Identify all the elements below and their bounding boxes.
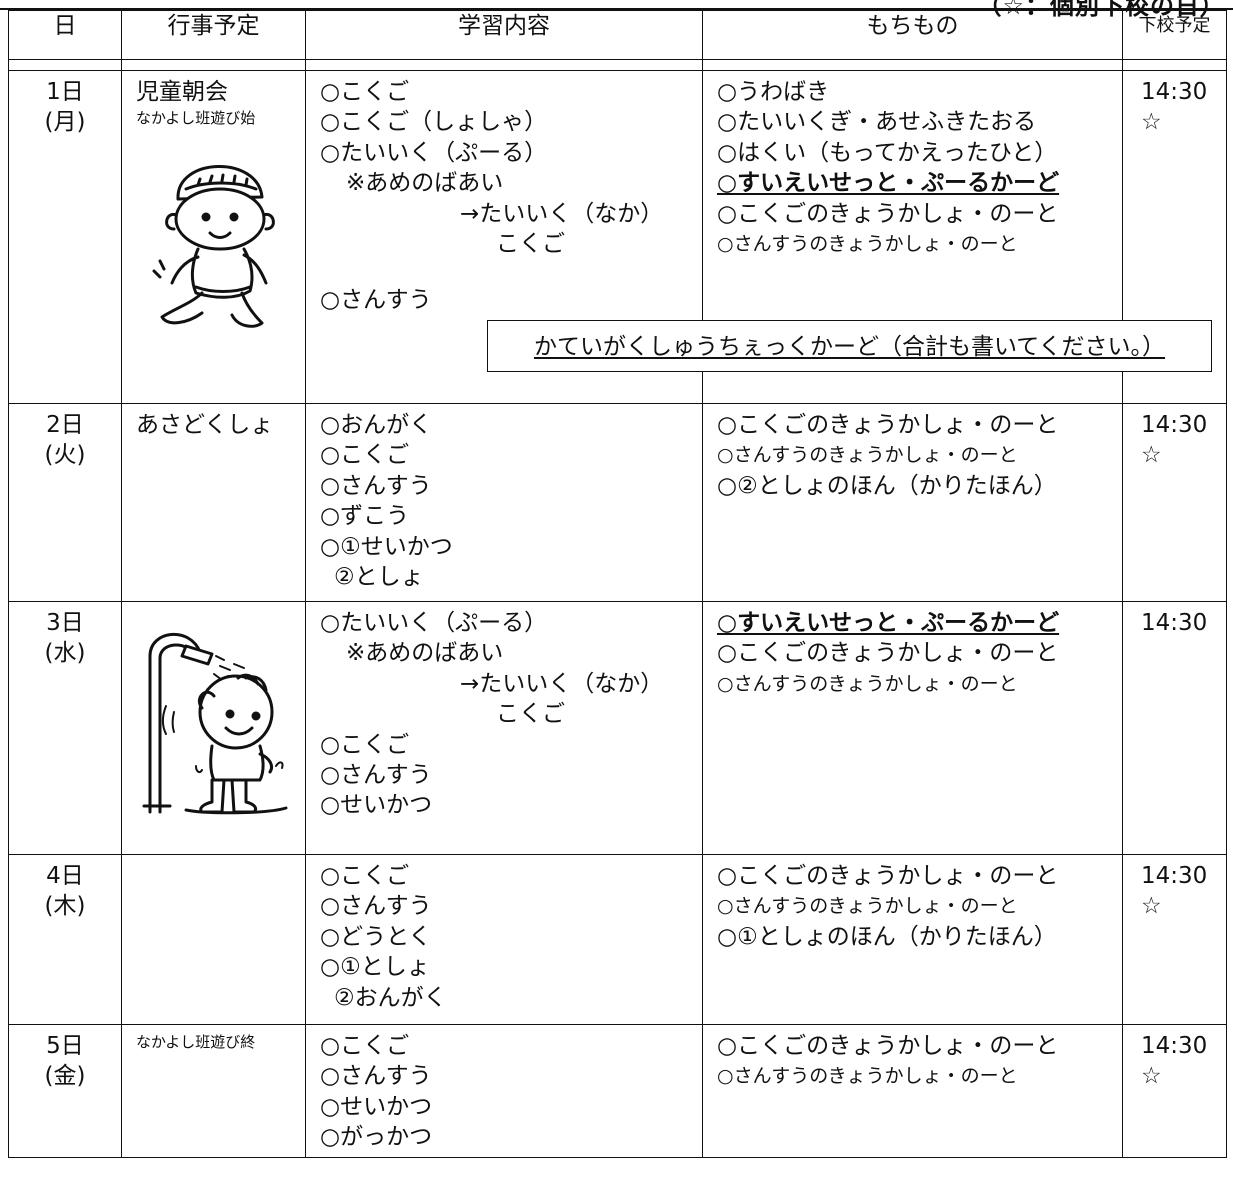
swimming-child-illustration — [152, 165, 275, 329]
study-cell: ○おんがく ○こくご ○さんすう ○ずこう ○①せいかつ ②としょ — [305, 403, 703, 602]
study-cell: ○こくご ○さんすう ○どうとく ○①としょ ②おんがく — [305, 854, 703, 1025]
col-study: 学習内容 — [305, 10, 703, 60]
homework-check-card-note: かていがくしゅうちぇっくかーど（合計も書いてください。） — [487, 320, 1212, 372]
star-mark: ☆ — [1141, 893, 1162, 920]
table-row: 5日 (金) なかよし班遊び終 ○こくご ○さんすう ○せいかつ ○がっかつ ○… — [8, 1024, 1227, 1158]
date-cell: 2日 (火) — [8, 403, 122, 602]
star-mark: ☆ — [1141, 1063, 1162, 1090]
star-mark: ☆ — [1141, 442, 1162, 469]
event-cell: あさどくしょ — [121, 403, 306, 602]
col-event: 行事予定 — [121, 10, 306, 60]
table-row: 1日 (月) 児童朝会 なかよし班遊び始 — [8, 70, 1227, 404]
header-row: 日 行事予定 学習内容 もちもの 下校予定 — [8, 10, 1227, 60]
date-cell: 1日 (月) — [8, 70, 122, 404]
dismissal-cell: 14:30 — [1122, 601, 1227, 855]
top-rule — [0, 8, 1233, 10]
belongings-cell: ○こくごのきょうかしょ・のーと ○さんすうのきょうかしょ・のーと ○②としょのほ… — [702, 403, 1123, 602]
event-cell: なかよし班遊び終 — [121, 1024, 306, 1158]
study-cell: ○たいいく（ぷーる） ※あめのばあい →たいいく（なか） こくご ○こくご ○さ… — [305, 601, 703, 855]
table-row: 2日 (火) あさどくしょ ○おんがく ○こくご ○さんすう ○ずこう ○①せい… — [8, 403, 1227, 602]
col-date: 日 — [8, 10, 122, 60]
study-cell: ○こくご ○さんすう ○せいかつ ○がっかつ — [305, 1024, 703, 1158]
col-items: もちもの — [702, 10, 1123, 60]
belongings-cell: ○こくごのきょうかしょ・のーと ○さんすうのきょうかしょ・のーと ○①としょのほ… — [702, 854, 1123, 1025]
belongings-cell: ○こくごのきょうかしょ・のーと ○さんすうのきょうかしょ・のーと — [702, 1024, 1123, 1158]
dismissal-cell: 14:30 ☆ — [1122, 1024, 1227, 1158]
date-cell: 3日 (水) — [8, 601, 122, 855]
weekly-schedule-table: 日 行事予定 学習内容 もちもの 下校予定 1日 (月) 児童朝会 なかよし班遊… — [8, 10, 1227, 1158]
belongings-cell: ○すいえいせっと・ぷーるかーど ○こくごのきょうかしょ・のーと ○さんすうのきょ… — [702, 601, 1123, 855]
event-cell — [121, 601, 306, 855]
event-cell: 児童朝会 なかよし班遊び始 — [121, 70, 306, 404]
table-row: 3日 (水) — [8, 601, 1227, 855]
col-dismissal: 下校予定 — [1122, 10, 1227, 60]
header-gap — [8, 59, 1227, 71]
shower-child-illustration — [142, 633, 288, 815]
dismissal-cell: 14:30 ☆ — [1122, 403, 1227, 602]
star-mark: ☆ — [1141, 109, 1162, 136]
table-row: 4日 (木) ○こくご ○さんすう ○どうとく ○①としょ ②おんがく ○こくご… — [8, 854, 1227, 1025]
dismissal-cell: 14:30 ☆ — [1122, 854, 1227, 1025]
event-cell — [121, 854, 306, 1025]
date-cell: 4日 (木) — [8, 854, 122, 1025]
date-cell: 5日 (金) — [8, 1024, 122, 1158]
